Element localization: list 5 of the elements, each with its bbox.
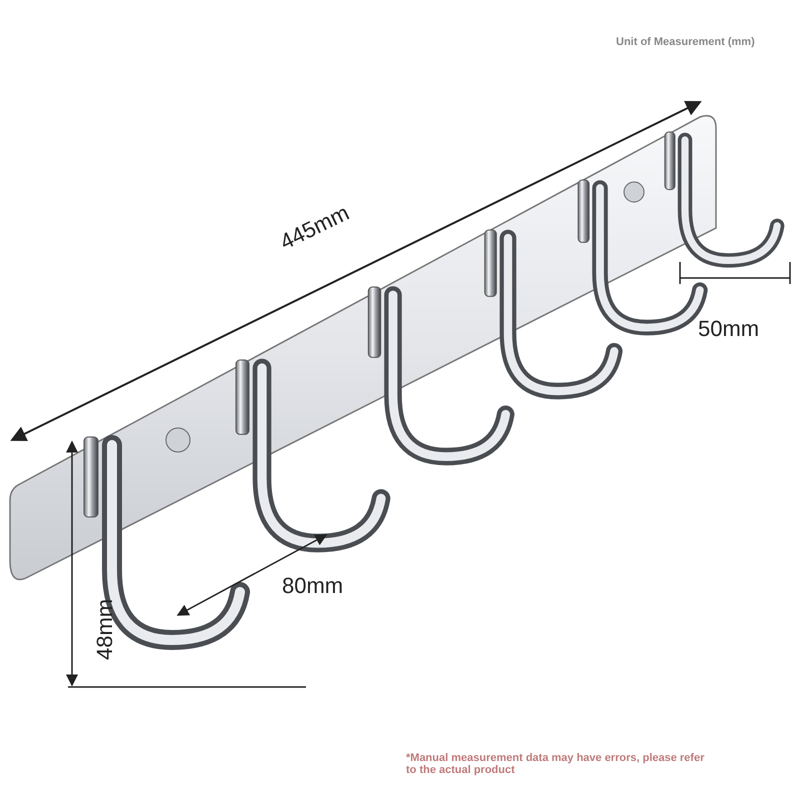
dimension-label: 50mm [698, 316, 760, 342]
unit-note: Unit of Measurement (mm) [616, 37, 756, 48]
dimension-label: 80mm [282, 573, 344, 599]
disclaimer-note: *Manual measurement data may have errors, please refer to the actual product [406, 752, 706, 776]
dimension-label: 48mm [92, 598, 118, 660]
